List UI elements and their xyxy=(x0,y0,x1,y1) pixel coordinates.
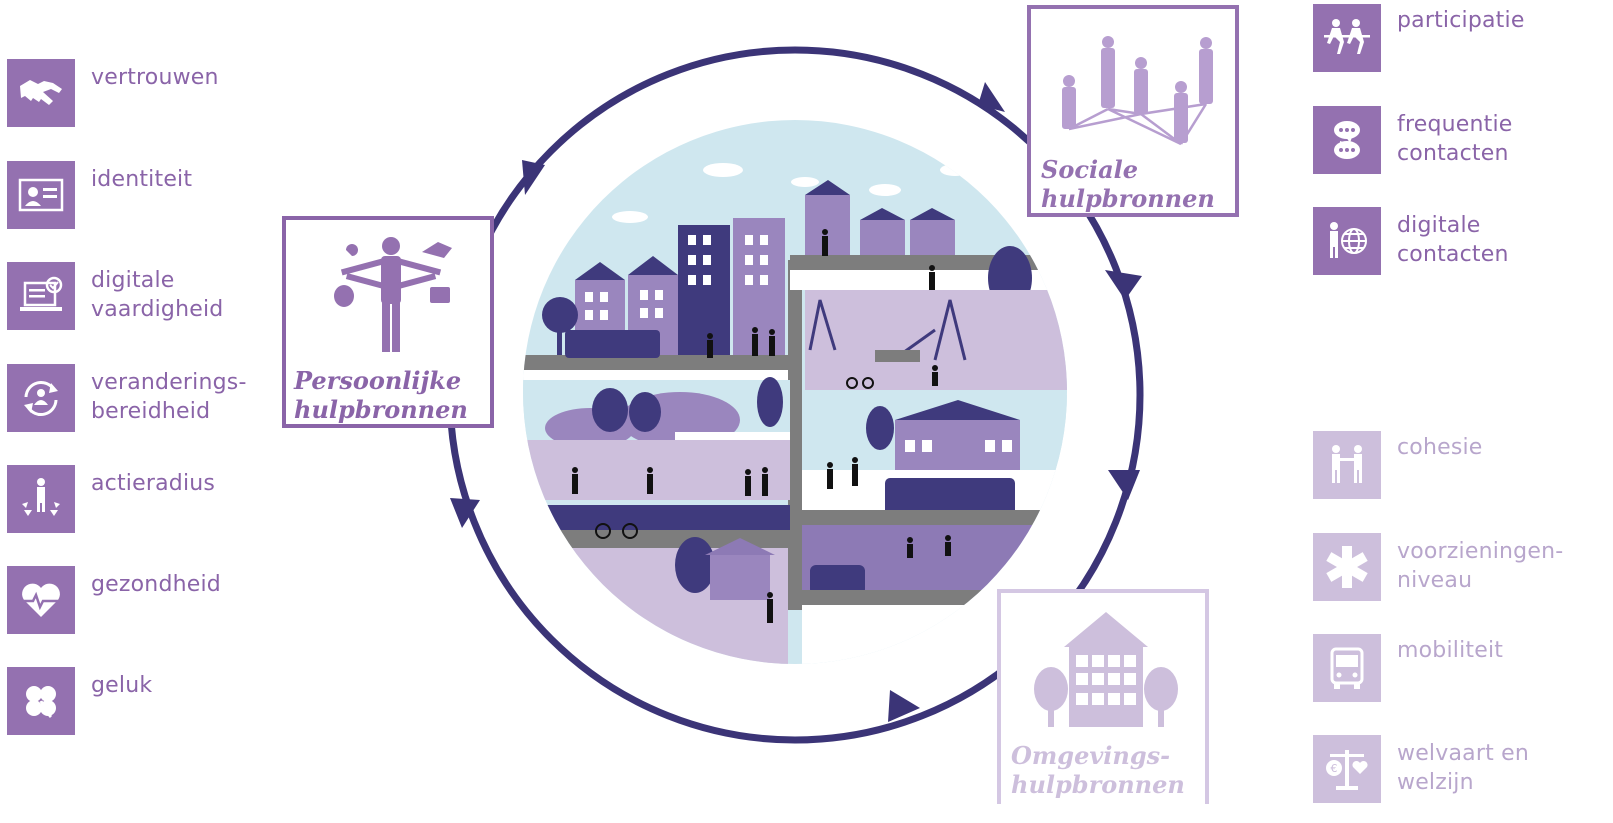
legend-label: digitale contacten xyxy=(1397,213,1509,267)
arrow-right-lower xyxy=(1108,470,1140,500)
social-resources-title: Sociale hulpbronnen xyxy=(1041,155,1215,213)
balance-scale-icon: € xyxy=(1313,735,1381,803)
legend-label: welvaart en welzijn xyxy=(1397,741,1529,795)
legend-label: mobiliteit xyxy=(1397,638,1504,663)
legend-item-cohesie: cohesie xyxy=(1313,431,1483,499)
people-network-icon xyxy=(1062,36,1213,146)
handshake-icon xyxy=(7,59,75,127)
id-card-icon xyxy=(7,161,75,229)
legend-item-actieradius: actieradius xyxy=(7,465,215,533)
legend-label: geluk xyxy=(91,673,153,698)
legend-label: veranderings- bereidheid xyxy=(91,370,247,424)
legend-item-mobiliteit: mobiliteit xyxy=(1313,634,1503,702)
people-holding-hands-icon xyxy=(1313,431,1381,499)
laptop-check-icon xyxy=(7,262,75,330)
house-bottom xyxy=(675,537,775,600)
clouds xyxy=(612,163,970,223)
arrow-bottom xyxy=(888,690,920,722)
legend-item-participatie: participatie xyxy=(1313,4,1525,72)
bus-icon xyxy=(1313,634,1381,702)
environmental-resources-box: Omgevings- hulpbronnen xyxy=(997,589,1209,804)
person-cycle-icon xyxy=(7,364,75,432)
legend-item-digitale-vaardigheid: digitale vaardigheid xyxy=(7,262,223,330)
legend-label: cohesie xyxy=(1397,435,1483,460)
clover-icon xyxy=(7,667,75,735)
legend-label: gezondheid xyxy=(91,572,221,597)
person-globe-icon xyxy=(1313,207,1381,275)
arrow-left-lower xyxy=(450,498,480,528)
legend-label: actieradius xyxy=(91,471,216,496)
environmental-resources-title: Omgevings- hulpbronnen xyxy=(1011,741,1185,799)
legend-label: frequentie contacten xyxy=(1397,112,1513,166)
tug-of-war-icon xyxy=(1313,4,1381,72)
arrow-top-right xyxy=(978,82,1005,112)
legend-item-identiteit: identiteit xyxy=(7,161,192,229)
legend-item-frequentie-contacten: frequentie contacten xyxy=(1313,106,1513,174)
cycle-arrowheads xyxy=(450,82,1142,722)
legend-item-vertrouwen: vertrouwen xyxy=(7,59,219,127)
city-neighbourhood-illustration xyxy=(523,120,1067,664)
personal-resources-title: Persoonlijke hulpbronnen xyxy=(294,366,468,424)
chat-bubbles-icon xyxy=(1313,106,1381,174)
arrow-right-upper xyxy=(1105,270,1142,300)
people xyxy=(572,229,951,623)
legend-label: vertrouwen xyxy=(91,65,219,90)
legend-item-gezondheid: gezondheid xyxy=(7,566,221,634)
multitasking-person-icon xyxy=(334,237,452,352)
svg-text:€: € xyxy=(1331,762,1338,775)
legend-label: participatie xyxy=(1397,8,1525,33)
legend-label: voorzieningen- niveau xyxy=(1397,539,1564,593)
park-trees xyxy=(592,377,783,432)
person-radius-icon xyxy=(7,465,75,533)
legend-item-geluk: geluk xyxy=(7,667,152,735)
social-resources-box: Sociale hulpbronnen xyxy=(1027,5,1239,217)
bicycles xyxy=(595,377,874,539)
heart-pulse-icon xyxy=(7,566,75,634)
medical-star-icon xyxy=(1313,533,1381,601)
legend-item-veranderingsbereidheid: veranderings- bereidheid xyxy=(7,364,247,432)
windows-top-left xyxy=(585,235,768,320)
legend-item-voorzieningenniveau: voorzieningen- niveau xyxy=(1313,533,1563,601)
legend-item-welvaart-en-welzijn: € welvaart en welzijn xyxy=(1313,735,1529,803)
legend-label: identiteit xyxy=(91,167,193,192)
legend-item-digitale-contacten: digitale contacten xyxy=(1313,207,1509,275)
legend-label: digitale vaardigheid xyxy=(91,268,224,322)
personal-resources-box: Persoonlijke hulpbronnen xyxy=(282,216,494,428)
house-trees-icon xyxy=(1034,612,1178,727)
arrow-top-left xyxy=(522,160,545,195)
